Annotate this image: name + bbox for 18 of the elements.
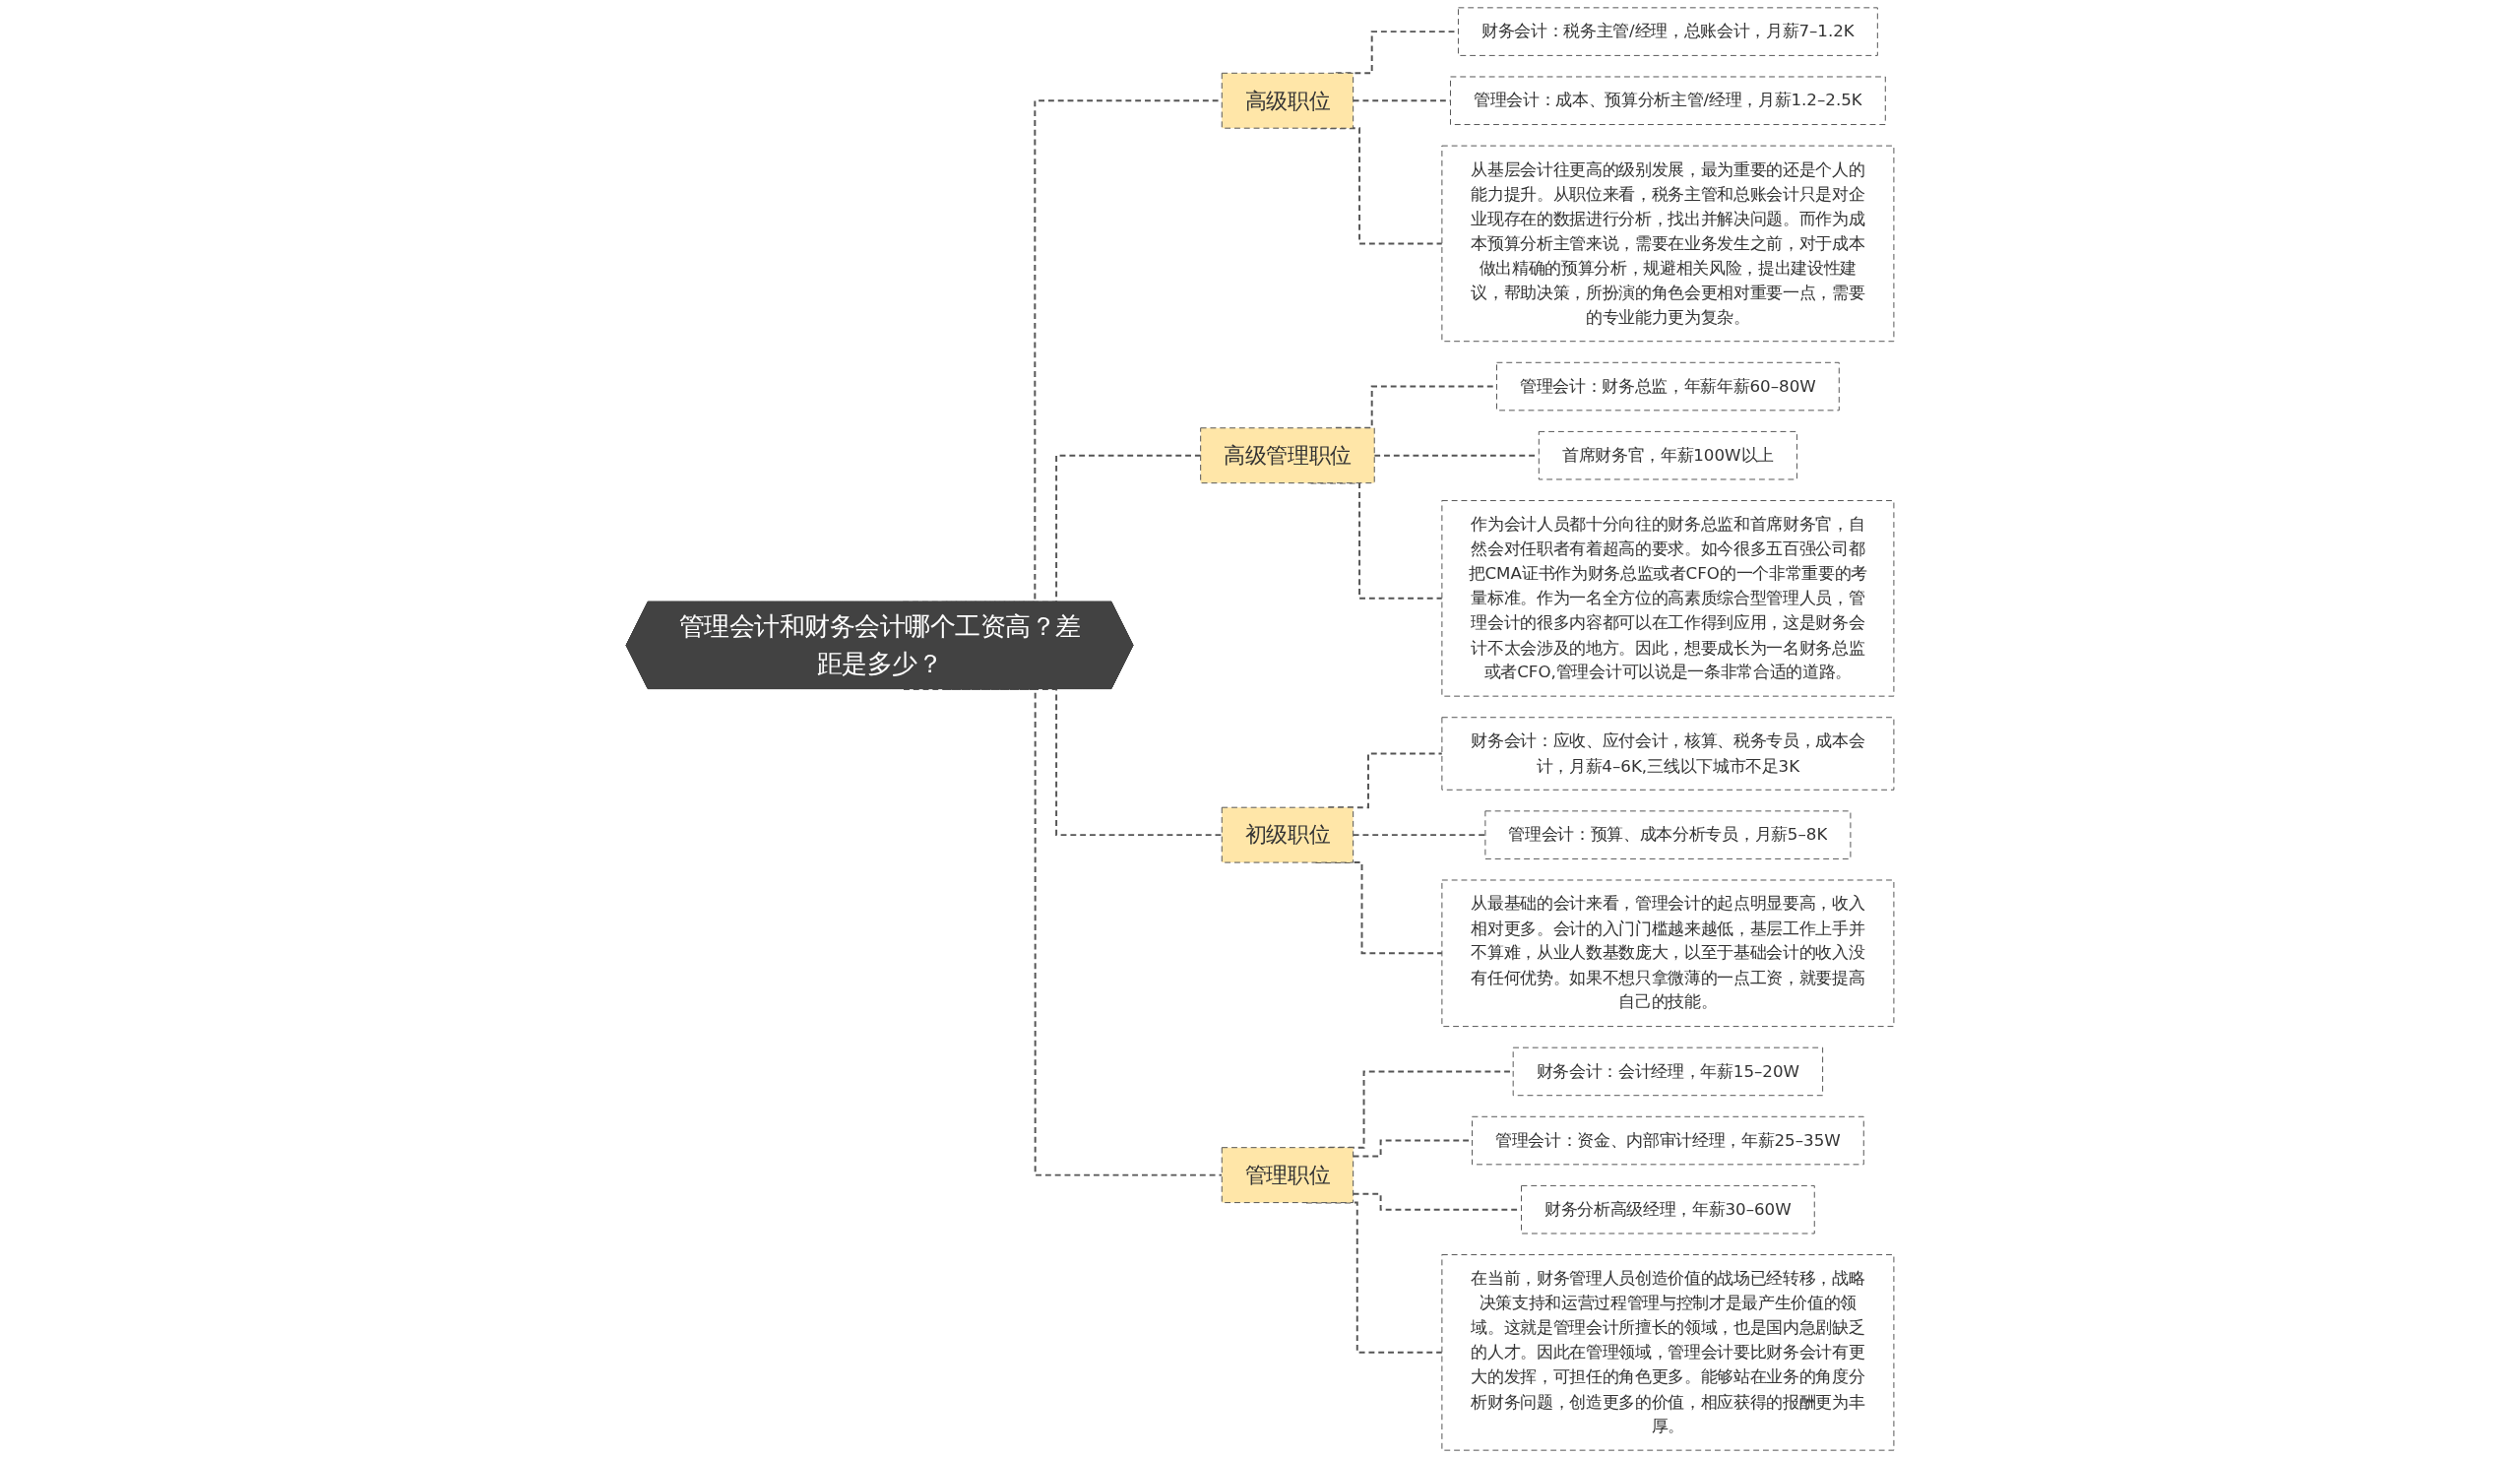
node-box: 管理会计：预算、成本分析专员，月薪5–8K: [1484, 810, 1852, 859]
connector: [1352, 834, 1486, 837]
node-box: 管理职位: [1221, 1147, 1354, 1204]
node-box: 管理会计：资金、内部审计经理，年薪25–35W: [1472, 1115, 1864, 1166]
node-box: 高级职位: [1221, 72, 1354, 129]
node-box: 管理会计：成本、预算分析主管/经理，月薪1.2–2.5K: [1450, 76, 1886, 125]
node-box: 初级职位: [1221, 806, 1354, 863]
node-box: 从最基础的会计来看，管理会计的起点明显要高，收入相对更多。会计的入门门槛越来越低，基层工作上手并不算难，从业人数基数庞大，以至于基础会计的收入没有任何优势。如果不想只拿微薄的一点工资，就要提高自己的技能。: [1441, 879, 1895, 1028]
node-box: 财务会计：应收、应付会计，核算、税务专员，成本会计，月薪4–6K,三线以下城市不足3K: [1441, 717, 1895, 791]
node-box: 财务分析高级经理，年薪30–60W: [1521, 1184, 1815, 1235]
node-box: 财务会计：税务主管/经理，总账会计，月薪7–1.2K: [1457, 7, 1878, 56]
node-box: 高级管理职位: [1200, 427, 1375, 484]
node-box: 管理会计：财务总监，年薪年薪60–80W: [1496, 361, 1840, 412]
node-box: 首席财务官，年薪100W以上: [1538, 430, 1797, 480]
node-box: 从基层会计往更高的级别发展，最为重要的还是个人的能力提升。从职位来看，税务主管和总账会计只是对企业现存在的数据进行分析，找出并解决问题。而作为成本预算分析主管来说，需要在业务发生之前，对于成本做出精确的预算分析，规避相关风险，提出建设性建议，帮助决策，所扮演的角色会更相对重要一点，需要的专业能力更为复杂。: [1441, 145, 1895, 343]
node-box: 在当前，财务管理人员创造价值的战场已经转移，战略决策支持和运营过程管理与控制才是最产生价值的领域。这就是管理会计所擅长的领域，也是国内急剧缺乏的人才。因此在管理领域，管理会计要比财务会计有更大的发挥，可担任的角色更多。能够站在业务的角度分析财务问题，创造更多的价值，相应获得的报酬更为丰厚。: [1441, 1254, 1895, 1451]
node-box: 财务会计：会计经理，年薪15–20W: [1512, 1046, 1824, 1097]
node-box: 作为会计人员都十分向往的财务总监和首席财务官，自然会对任职者有着超高的要求。如今很多五百强公司都把CMA证书作为财务总监或者CFO的一个非常重要的考量标准。作为一名全方位的高素质综合型管理人员，管理会计的很多内容都可以在工作得到应用，这是财务会计不太会涉及的地方。因此，想要成长为一名财务总监或者CFO,管理会计可以说是一条非常合适的道路。: [1441, 500, 1895, 697]
